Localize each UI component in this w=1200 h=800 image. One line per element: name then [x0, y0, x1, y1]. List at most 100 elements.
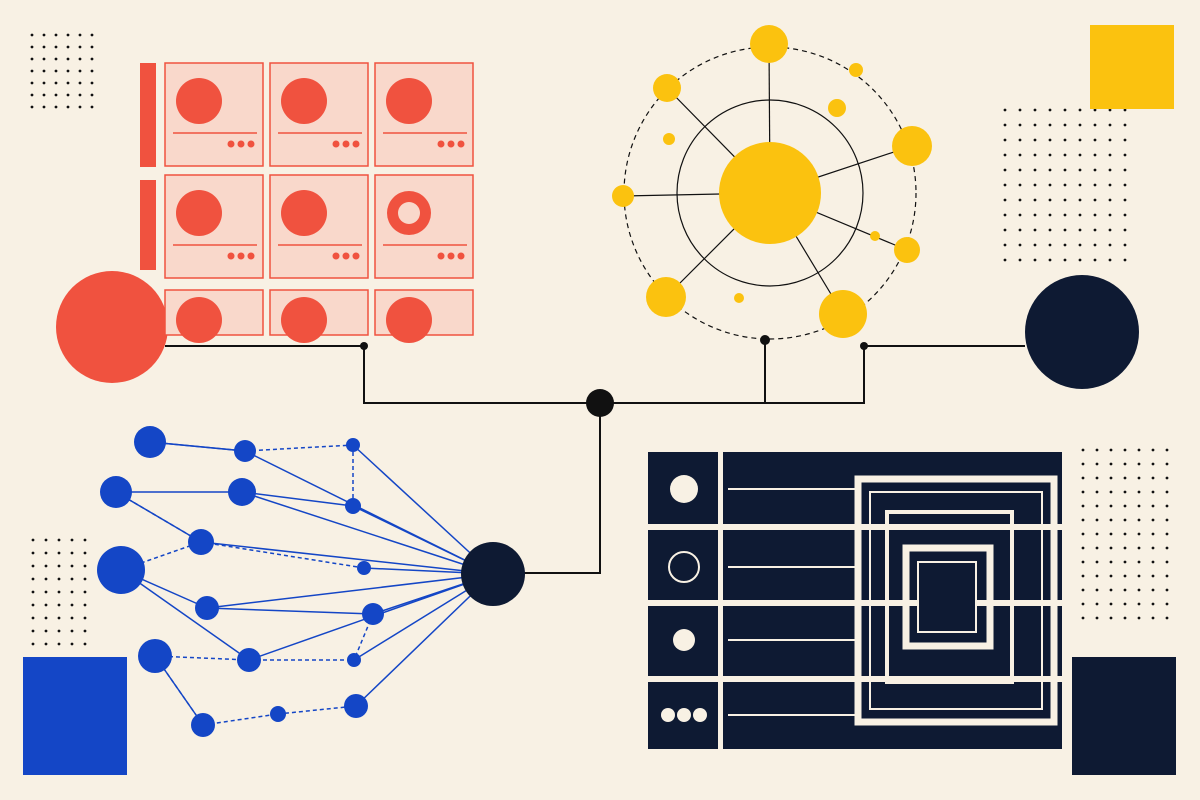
- pattern-dot: [1108, 138, 1112, 142]
- pattern-dot: [1063, 138, 1067, 142]
- pattern-dot: [1078, 213, 1082, 217]
- pattern-dot: [70, 616, 74, 620]
- pattern-dot: [42, 105, 46, 109]
- pattern-dot: [1063, 123, 1067, 127]
- pattern-dot: [1108, 213, 1112, 217]
- status-light: [673, 629, 695, 651]
- satellite-node: [646, 277, 686, 317]
- pattern-dot: [1109, 518, 1113, 522]
- pattern-dot: [1151, 546, 1155, 550]
- pattern-dot: [1151, 574, 1155, 578]
- satellite-node: [750, 25, 788, 63]
- pattern-dot: [1078, 243, 1082, 247]
- pattern-dot: [83, 603, 87, 607]
- hub-node-icon: [586, 389, 614, 417]
- card-dot: [237, 140, 245, 148]
- pattern-dot: [78, 57, 82, 61]
- pattern-dot: [70, 577, 74, 581]
- pattern-dot: [30, 81, 34, 85]
- card-dot: [437, 252, 445, 260]
- status-dot: [677, 708, 691, 722]
- pattern-dot: [70, 629, 74, 633]
- pattern-dot: [1095, 588, 1099, 592]
- pattern-dot: [83, 629, 87, 633]
- pattern-dot: [83, 590, 87, 594]
- pattern-dot: [1137, 616, 1141, 620]
- pattern-dot: [1003, 213, 1007, 217]
- neuron-node: [344, 694, 368, 718]
- pattern-dot: [1063, 168, 1067, 172]
- pattern-dot: [1165, 546, 1169, 550]
- pattern-dot: [1137, 560, 1141, 564]
- pattern-dot: [1003, 168, 1007, 172]
- pattern-dot: [1048, 108, 1052, 112]
- neuron-node: [346, 438, 360, 452]
- pattern-dot: [30, 57, 34, 61]
- pattern-dot: [1109, 490, 1113, 494]
- pattern-dot: [1033, 108, 1037, 112]
- nested-square: [869, 491, 1043, 710]
- pattern-dot: [1109, 476, 1113, 480]
- card-image-circle: [281, 190, 327, 236]
- pattern-dot: [31, 538, 35, 542]
- pattern-dot: [1137, 490, 1141, 494]
- pattern-dot: [44, 629, 48, 633]
- connector-left: [165, 345, 600, 404]
- neuron-node: [138, 639, 172, 673]
- pattern-dot: [1033, 123, 1037, 127]
- card-image-circle: [281, 78, 327, 124]
- pattern-dot: [31, 616, 35, 620]
- pattern-dot: [1078, 228, 1082, 232]
- pattern-dot: [1081, 546, 1085, 550]
- pattern-dot: [78, 69, 82, 73]
- small-satellite: [734, 293, 744, 303]
- pattern-dot: [1137, 448, 1141, 452]
- pattern-dot: [1048, 258, 1052, 262]
- pattern-dot: [57, 642, 61, 646]
- card-dot: [342, 140, 350, 148]
- pattern-dot: [1109, 560, 1113, 564]
- card-dot: [457, 252, 465, 260]
- dashed-edge: [200, 541, 365, 569]
- pattern-dot: [1123, 476, 1127, 480]
- neuron-node: [228, 478, 256, 506]
- card-image-circle: [176, 190, 222, 236]
- neuron-node: [347, 653, 361, 667]
- pattern-dot: [31, 590, 35, 594]
- dashed-edge: [202, 713, 279, 726]
- pattern-dot: [1165, 574, 1169, 578]
- card-image-circle: [176, 297, 222, 343]
- pattern-dot: [1137, 504, 1141, 508]
- pattern-dot: [66, 93, 70, 97]
- pattern-dot: [31, 629, 35, 633]
- pattern-dot: [1151, 602, 1155, 606]
- connector-right-branch: [765, 346, 865, 404]
- pattern-dot: [1093, 138, 1097, 142]
- pattern-dot: [1109, 602, 1113, 606]
- pattern-dot: [1003, 243, 1007, 247]
- pattern-dot: [1063, 228, 1067, 232]
- pattern-dot: [1033, 183, 1037, 187]
- pattern-dot: [70, 551, 74, 555]
- status-dot: [693, 708, 707, 722]
- card-dot: [227, 252, 235, 260]
- pattern-dot: [1081, 588, 1085, 592]
- pattern-dot: [1081, 490, 1085, 494]
- pattern-dot: [44, 642, 48, 646]
- pattern-dot: [1093, 183, 1097, 187]
- pattern-dot: [1123, 168, 1127, 172]
- pattern-dot: [1095, 476, 1099, 480]
- pattern-dot: [1151, 588, 1155, 592]
- pattern-dot: [1093, 258, 1097, 262]
- pattern-dot: [1063, 183, 1067, 187]
- pattern-dot: [66, 57, 70, 61]
- dashed-edge: [277, 705, 357, 715]
- pattern-dot: [1093, 213, 1097, 217]
- pattern-dot: [1081, 504, 1085, 508]
- pattern-dot: [78, 45, 82, 49]
- satellite-node: [653, 74, 681, 102]
- pattern-dot: [1018, 258, 1022, 262]
- pattern-dot: [1108, 153, 1112, 157]
- pattern-dot: [42, 57, 46, 61]
- pattern-dot: [1078, 138, 1082, 142]
